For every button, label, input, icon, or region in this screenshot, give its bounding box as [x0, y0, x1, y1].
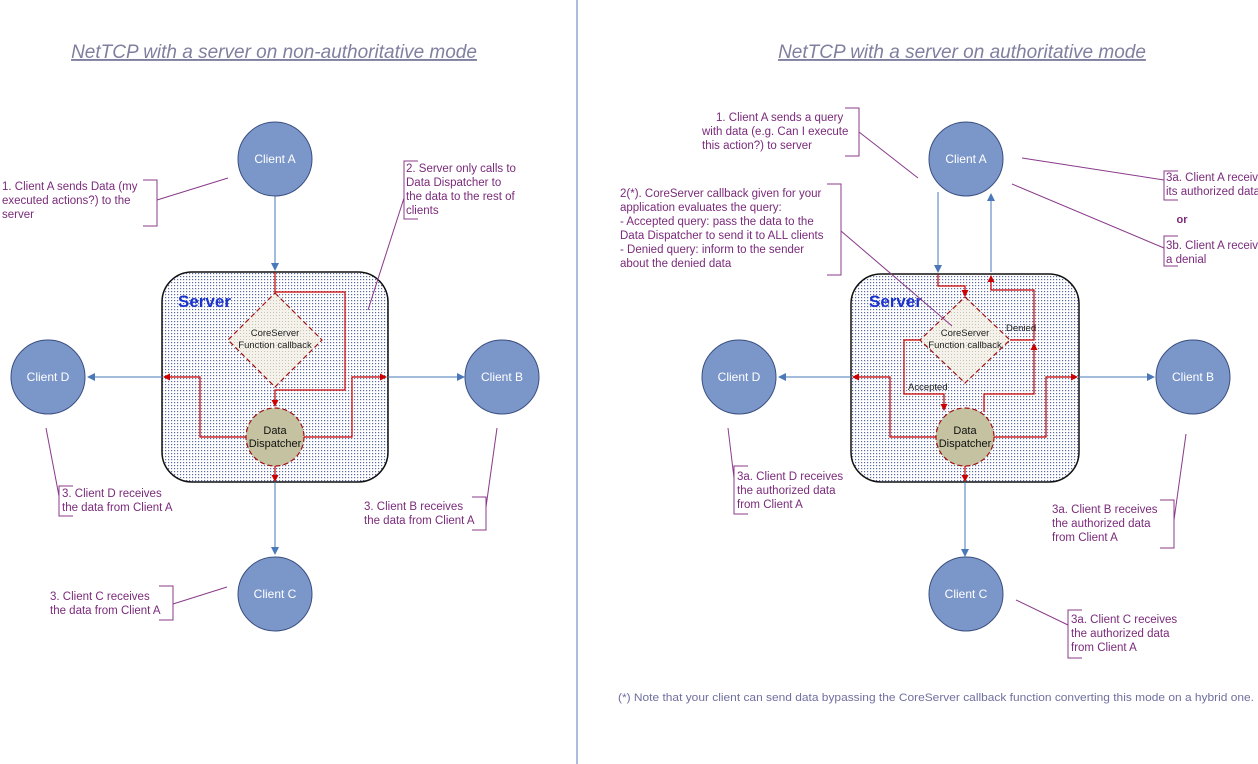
- svg-text:a denial: a denial: [1166, 254, 1206, 266]
- svg-text:the authorized data: the authorized data: [1052, 518, 1151, 530]
- right-client-c[interactable]: Client C: [928, 556, 1004, 632]
- right-client-b-label: Client B: [1172, 370, 1214, 384]
- right-footnote: (*) Note that your client can send data …: [618, 692, 1254, 704]
- svg-text:1. Client A sends a query: 1. Client A sends a query: [716, 112, 843, 124]
- right-data-dispatcher: [935, 407, 995, 467]
- svg-text:the data from Client A: the data from Client A: [364, 515, 475, 527]
- left-client-c-label: Client C: [254, 587, 297, 601]
- svg-text:executed actions?) to the: executed actions?) to the: [2, 195, 131, 207]
- right-flow-in: [937, 274, 969, 297]
- left-title: NetTCP with a server on non-authoritativ…: [71, 42, 477, 63]
- right-client-c-label: Client C: [945, 587, 988, 601]
- svg-text:server: server: [2, 209, 34, 221]
- right-or-label: or: [1177, 214, 1189, 226]
- right-callback-line1: CoreServer: [941, 328, 990, 339]
- svg-text:application evaluates the quer: application evaluates the query:: [620, 202, 782, 214]
- right-accepted-label: Accepted: [908, 382, 948, 393]
- right-flow-denied: [987, 275, 1035, 341]
- svg-text:the authorized data: the authorized data: [737, 485, 836, 497]
- right-note-step3a-b: 3a. Client B receives the authorized dat…: [1052, 433, 1187, 549]
- left-client-d-label: Client D: [27, 370, 70, 384]
- right-client-d[interactable]: Client D: [701, 339, 777, 415]
- right-client-d-label: Client D: [718, 370, 761, 384]
- left-note-step3-b: 3. Client B receives the data from Clien…: [364, 427, 498, 531]
- right-denied-label: Denied: [1006, 323, 1036, 334]
- svg-text:the data to the rest of: the data to the rest of: [406, 191, 515, 203]
- svg-text:the data from Client A: the data from Client A: [62, 502, 173, 514]
- right-server-label: Server: [869, 292, 922, 311]
- right-panel: NetTCP with a server on authoritative mo…: [618, 42, 1258, 704]
- right-flow-to-d: [852, 373, 937, 438]
- right-dispatcher-line2: Dispatcher: [939, 438, 992, 450]
- left-data-dispatcher: [245, 407, 305, 467]
- left-client-a-label: Client A: [254, 152, 295, 166]
- svg-text:about the denied data: about the denied data: [620, 258, 732, 270]
- left-dispatcher-line2: Dispatcher: [249, 438, 302, 450]
- left-panel: NetTCP with a server on non-authoritativ…: [2, 42, 540, 632]
- svg-text:3. Client C receives: 3. Client C receives: [50, 591, 150, 603]
- right-note-step3a-d: 3a. Client D receives the authorized dat…: [727, 427, 843, 515]
- right-note-step3b-a: 3b. Client A receives a denial: [1011, 183, 1258, 267]
- right-note-step1: 1. Client A sends a query with data (e.g…: [701, 107, 919, 179]
- left-client-b[interactable]: Client B: [464, 339, 540, 415]
- svg-text:the authorized data: the authorized data: [1071, 628, 1170, 640]
- left-note-step2: 2. Server only calls to Data Dispatcher …: [367, 160, 516, 311]
- svg-text:Data Dispatcher to send it to: Data Dispatcher to send it to ALL client…: [620, 230, 824, 242]
- left-client-a[interactable]: Client A: [237, 121, 313, 197]
- right-client-a-label: Client A: [945, 152, 986, 166]
- svg-text:from Client A: from Client A: [1071, 642, 1137, 654]
- right-flow-accepted: [903, 339, 948, 411]
- right-note-step3a-c: 3a. Client C receives the authorized dat…: [1015, 599, 1177, 659]
- right-client-b[interactable]: Client B: [1155, 339, 1231, 415]
- left-client-b-label: Client B: [481, 370, 523, 384]
- right-note-step2: 2(*). CoreServer callback given for your…: [620, 183, 953, 327]
- right-note-step3a-a: 3a. Client A receives its authorized dat…: [1021, 157, 1258, 201]
- left-callback-diamond: [227, 292, 323, 388]
- svg-text:3. Client B receives: 3. Client B receives: [364, 501, 463, 513]
- right-flow-to-b: [994, 373, 1078, 438]
- left-client-c[interactable]: Client C: [237, 556, 313, 632]
- left-callback-line1: CoreServer: [251, 328, 300, 339]
- svg-text:2. Server only calls to: 2. Server only calls to: [406, 163, 516, 175]
- svg-text:this action?) to server: this action?) to server: [702, 140, 812, 152]
- svg-text:- Denied query: inform to the: - Denied query: inform to the sender: [620, 244, 804, 256]
- left-callback-line2: Function callback: [238, 340, 312, 351]
- left-note-step3-c: 3. Client C receives the data from Clien…: [50, 585, 228, 621]
- svg-text:1. Client A sends Data (my: 1. Client A sends Data (my: [2, 181, 138, 193]
- left-note-step3-d: 3. Client D receives the data from Clien…: [45, 427, 173, 517]
- svg-text:3b. Client A receives: 3b. Client A receives: [1166, 240, 1258, 252]
- right-title: NetTCP with a server on authoritative mo…: [778, 42, 1146, 63]
- svg-text:the data from Client A: the data from Client A: [50, 605, 161, 617]
- svg-text:clients: clients: [406, 205, 439, 217]
- svg-text:its authorized data: its authorized data: [1166, 186, 1258, 198]
- svg-text:with data (e.g. Can I execute: with data (e.g. Can I execute: [701, 126, 848, 138]
- left-flow-to-d: [163, 373, 247, 438]
- left-flow-to-b: [303, 373, 387, 438]
- svg-text:3a. Client B receives: 3a. Client B receives: [1052, 504, 1158, 516]
- svg-text:3a. Client A receives: 3a. Client A receives: [1166, 172, 1258, 184]
- svg-text:Data Dispatcher to: Data Dispatcher to: [406, 177, 501, 189]
- right-client-a[interactable]: Client A: [928, 121, 1004, 197]
- right-flow-dispatch-loop: [983, 343, 1038, 412]
- svg-text:from Client A: from Client A: [1052, 532, 1118, 544]
- left-note-step1: 1. Client A sends Data (my executed acti…: [2, 177, 229, 227]
- right-callback-line2: Function callback: [928, 340, 1002, 351]
- svg-text:2(*). CoreServer callback give: 2(*). CoreServer callback given for your: [620, 188, 821, 200]
- left-dispatcher-line1: Data: [263, 425, 287, 437]
- svg-text:- Accepted query: pass the dat: - Accepted query: pass the data to the: [620, 216, 814, 228]
- left-server-label: Server: [178, 292, 231, 311]
- svg-text:3a. Client C receives: 3a. Client C receives: [1071, 614, 1177, 626]
- svg-text:from Client A: from Client A: [737, 499, 803, 511]
- right-dispatcher-line1: Data: [953, 425, 977, 437]
- svg-text:3. Client D receives: 3. Client D receives: [62, 488, 162, 500]
- left-flow-in: [271, 272, 346, 407]
- left-client-d[interactable]: Client D: [10, 339, 86, 415]
- svg-text:3a. Client D receives: 3a. Client D receives: [737, 471, 843, 483]
